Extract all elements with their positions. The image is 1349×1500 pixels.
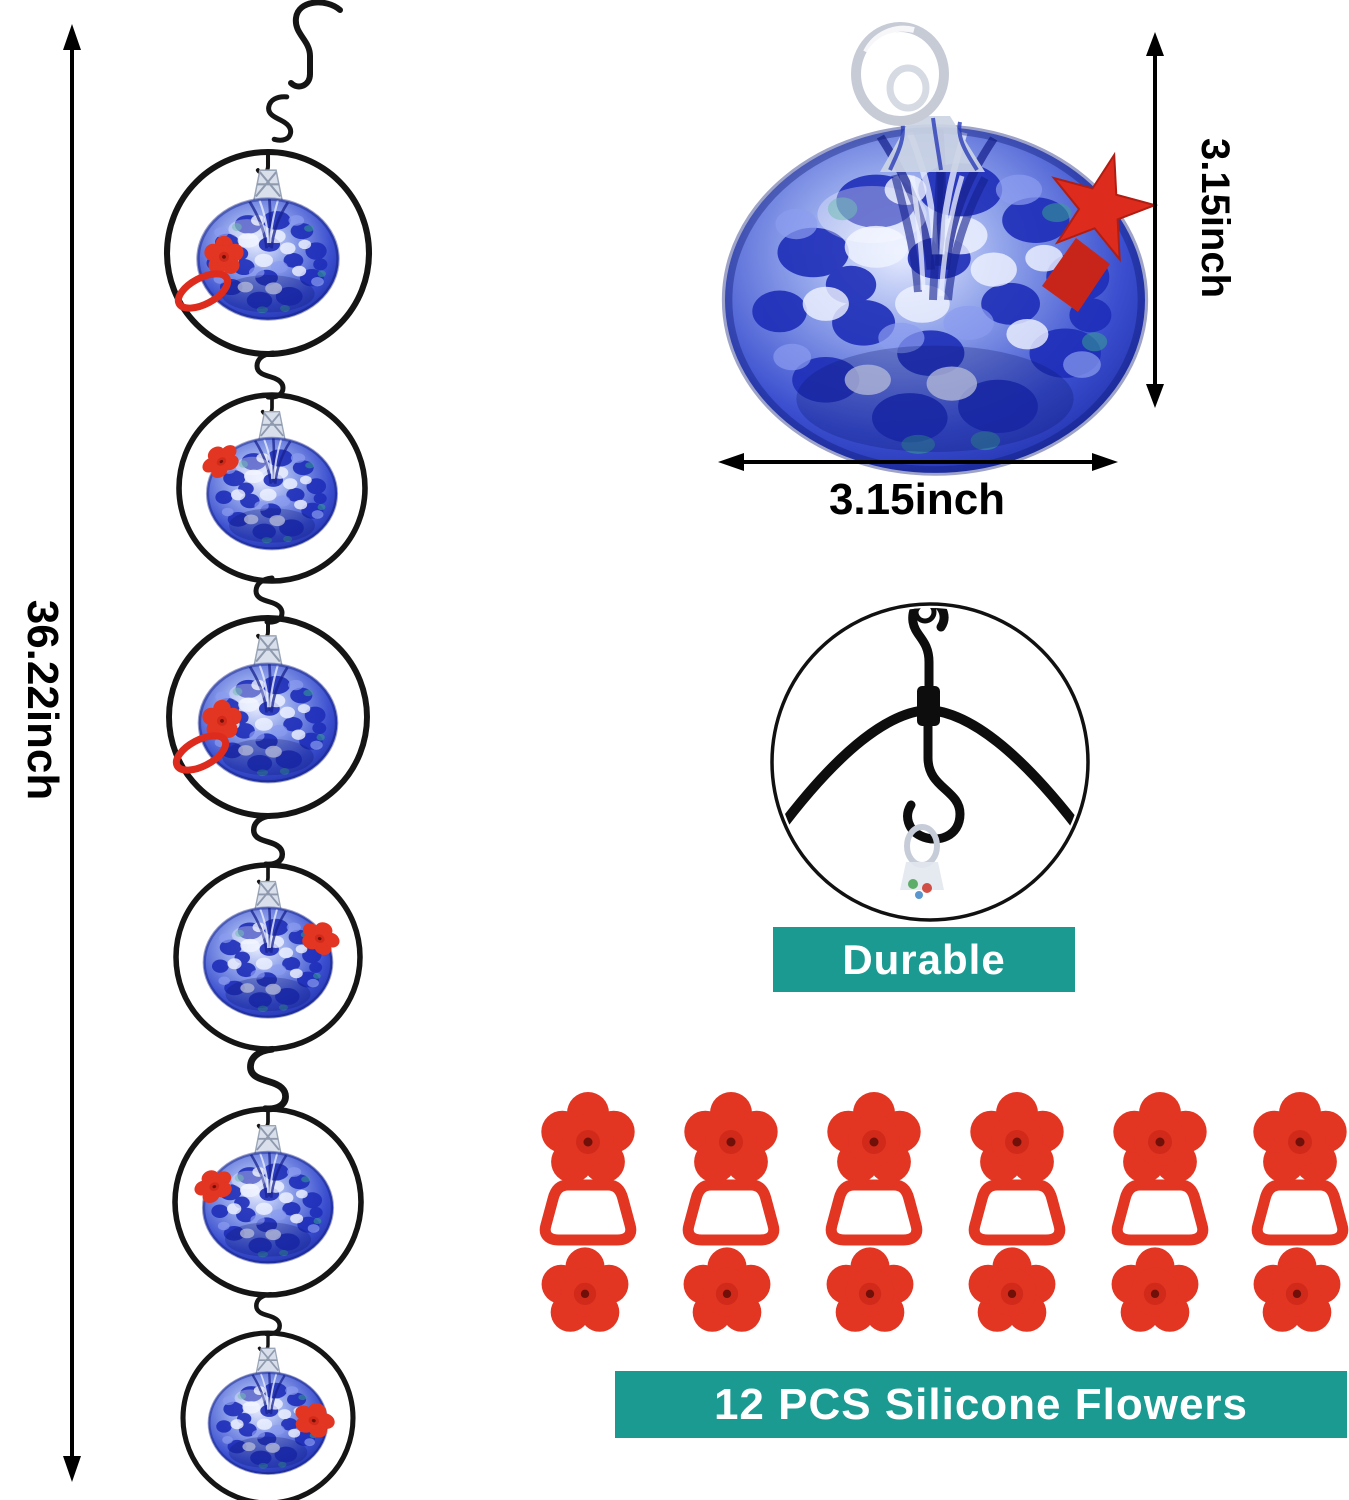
silicone-flower bbox=[826, 1247, 914, 1332]
silicone-flower bbox=[541, 1092, 635, 1183]
chain-link-icon bbox=[263, 94, 296, 142]
feeder-unit bbox=[176, 865, 360, 1049]
feeder-unit bbox=[183, 1333, 353, 1500]
hook-detail-inset bbox=[770, 602, 1090, 922]
chain-link-icon bbox=[250, 1049, 285, 1109]
durable-badge: Durable bbox=[773, 927, 1075, 992]
flower-ring bbox=[831, 1185, 917, 1240]
arrow-down-icon bbox=[63, 1456, 81, 1482]
chain-link-icon bbox=[254, 816, 283, 865]
feeder-unit bbox=[169, 618, 367, 816]
chain-link-icon bbox=[256, 1294, 279, 1334]
silicone-flower-grid bbox=[541, 1092, 1346, 1332]
silicone-flower bbox=[1253, 1092, 1347, 1183]
flower-ring bbox=[1117, 1185, 1203, 1240]
feeding-port bbox=[1042, 238, 1110, 312]
flower-row-plain bbox=[541, 1247, 1341, 1332]
ball-height-dimension: 3.15inch bbox=[1146, 32, 1237, 408]
flower-icon bbox=[1051, 151, 1159, 263]
arrow-up-icon bbox=[1146, 32, 1164, 56]
silicone-flower bbox=[683, 1247, 771, 1332]
arrow-up-icon bbox=[63, 24, 81, 50]
ball-height-label: 3.15inch bbox=[1193, 138, 1237, 298]
ferrule bbox=[917, 686, 940, 726]
flower-ring bbox=[174, 270, 232, 312]
flowers-count-badge: 12 PCS Silicone Flowers bbox=[615, 1371, 1347, 1438]
silicone-flower bbox=[1113, 1092, 1207, 1183]
silicone-flower bbox=[684, 1092, 778, 1183]
chain-height-label: 36.22inch bbox=[18, 600, 67, 801]
arrow-left-icon bbox=[718, 453, 744, 471]
flower-ring bbox=[545, 1185, 631, 1240]
silicone-flower bbox=[827, 1092, 921, 1183]
feeder-unit bbox=[175, 1109, 361, 1295]
feeder-unit bbox=[167, 152, 369, 354]
featured-feeder bbox=[725, 22, 1159, 473]
feeder-chain bbox=[167, 0, 369, 1500]
feeder-unit bbox=[179, 395, 365, 581]
flower-row-with-rings bbox=[541, 1092, 1346, 1240]
ball-width-label: 3.15inch bbox=[829, 475, 1005, 524]
ball-width-dimension: 3.15inch bbox=[718, 453, 1118, 524]
silicone-flower bbox=[1253, 1247, 1341, 1332]
arrow-down-icon bbox=[1146, 384, 1164, 408]
hanging-hook-icon bbox=[288, 0, 343, 90]
upper-hook-icon bbox=[908, 608, 949, 693]
silicone-flower bbox=[970, 1092, 1064, 1183]
lower-hook-icon bbox=[903, 721, 965, 844]
chain-height-dimension: 36.22inch bbox=[18, 24, 81, 1482]
chain-link-icon bbox=[257, 353, 283, 397]
flower-ring bbox=[1257, 1185, 1343, 1240]
flower-ring bbox=[974, 1185, 1060, 1240]
flower-ring bbox=[172, 732, 230, 774]
silicone-flower bbox=[1111, 1247, 1199, 1332]
flower-ring bbox=[688, 1185, 774, 1240]
arrow-right-icon bbox=[1092, 453, 1118, 471]
silicone-flower bbox=[541, 1247, 629, 1332]
silicone-flower bbox=[968, 1247, 1056, 1332]
